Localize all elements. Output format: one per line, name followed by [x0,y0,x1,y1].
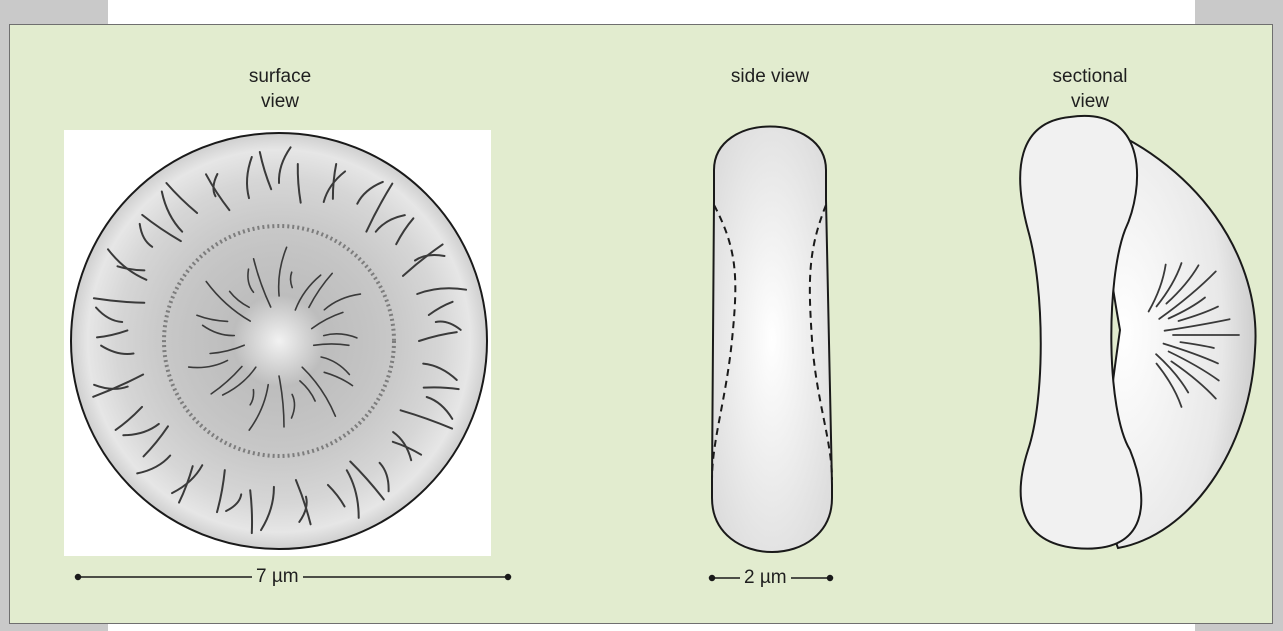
side-view-outline [712,127,832,553]
sectional-view-illustration [1020,116,1255,549]
side-scale-label: 2 µm [740,567,791,589]
surface-view-illustration [64,130,491,556]
side-scale-bar-right-end [828,576,833,581]
surface-scale-bar-left-end [76,575,81,580]
side-scale-bar-left-end [710,576,715,581]
surface-scale-bar-right-end [506,575,511,580]
side-view-illustration [712,127,832,553]
cell-outer-rim [71,133,487,549]
surface-scale-label: 7 µm [252,566,303,588]
scale-bars [76,575,833,581]
